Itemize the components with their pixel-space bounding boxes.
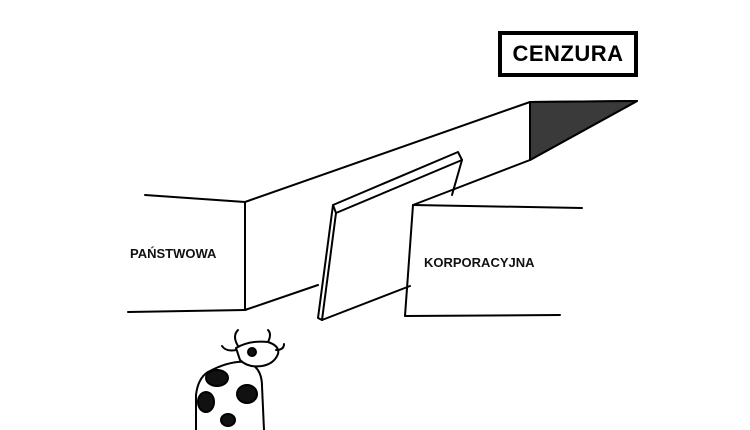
right-wall bbox=[404, 159, 583, 317]
sign-text: CENZURA bbox=[512, 41, 624, 66]
cenzura-sign: CENZURA bbox=[498, 31, 638, 77]
left-wall-label: PAŃSTWOWA bbox=[130, 246, 217, 261]
middle-slab bbox=[317, 151, 463, 321]
corridor-opening bbox=[529, 100, 638, 161]
left-wall bbox=[127, 101, 531, 313]
corridor-end bbox=[529, 100, 638, 161]
right-wall-label: KORPORACYJNA bbox=[424, 255, 535, 270]
cow-illustration bbox=[195, 329, 285, 430]
